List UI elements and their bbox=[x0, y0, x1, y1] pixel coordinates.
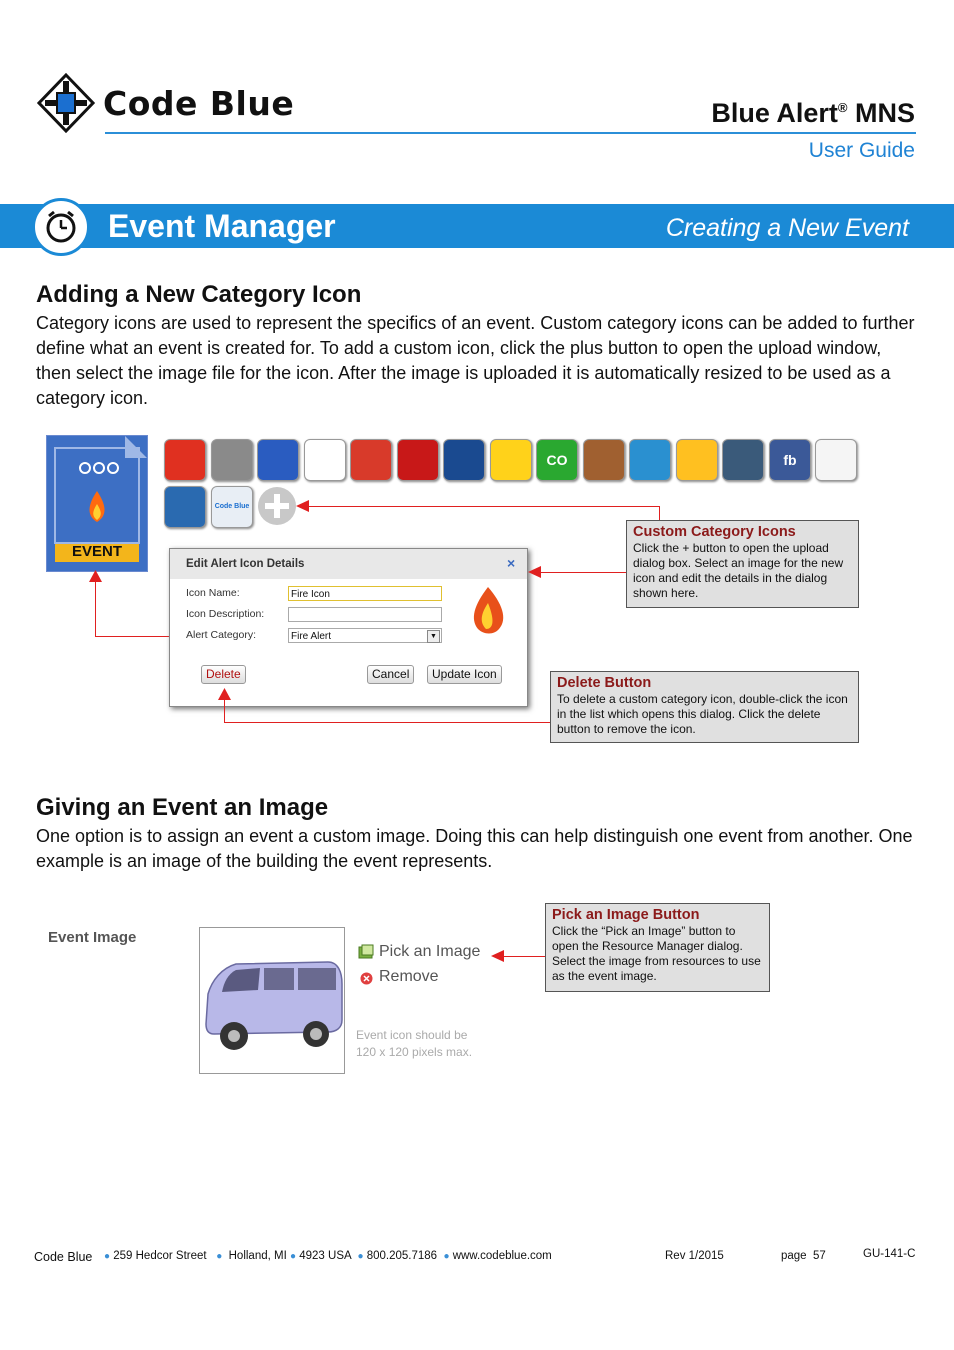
alarm-clock-icon bbox=[32, 198, 90, 256]
connector-line bbox=[95, 636, 170, 637]
connector-line bbox=[95, 576, 96, 636]
van-icon bbox=[205, 961, 343, 1050]
unknown-alert-icon[interactable] bbox=[676, 439, 718, 481]
connector-line bbox=[224, 698, 225, 722]
callout-title: Pick an Image Button bbox=[552, 907, 700, 923]
code-blue-icon[interactable]: Code Blue bbox=[211, 486, 253, 528]
pick-image-icon bbox=[358, 944, 374, 959]
event-file-icon: EVENT bbox=[46, 435, 148, 572]
fire-preview-icon bbox=[473, 587, 504, 634]
code-blue-logo-icon bbox=[37, 73, 95, 133]
dialog-title: Edit Alert Icon Details bbox=[186, 558, 305, 570]
connector-line bbox=[540, 572, 626, 573]
event-image-label: Event Image bbox=[48, 929, 137, 946]
event-image-frame bbox=[199, 927, 345, 1074]
footer-doc-id: GU-141-C bbox=[863, 1248, 916, 1260]
icon-description-input[interactable] bbox=[288, 607, 442, 622]
fire-icon[interactable] bbox=[164, 439, 206, 481]
icon-description-label: Icon Description: bbox=[186, 608, 265, 620]
connector-line bbox=[308, 506, 659, 507]
section-banner bbox=[0, 204, 954, 248]
email-icon[interactable] bbox=[815, 439, 857, 481]
header-rule bbox=[105, 132, 916, 134]
guide-label: User Guide bbox=[808, 139, 915, 162]
remove-icon bbox=[360, 972, 373, 985]
arrow-up-icon bbox=[218, 688, 231, 700]
page-subtitle: Creating a New Event bbox=[665, 214, 909, 242]
dialog-header bbox=[170, 549, 527, 579]
icon-name-label: Icon Name: bbox=[186, 587, 240, 599]
callout-custom-category-icons: Custom Category Icons Click the + button… bbox=[626, 520, 859, 608]
cancel-button[interactable]: Cancel bbox=[367, 665, 415, 684]
connector-line bbox=[659, 506, 660, 520]
connector-line bbox=[503, 956, 545, 957]
co-icon[interactable]: CO bbox=[536, 439, 578, 481]
arrow-left-icon bbox=[528, 566, 541, 578]
arrow-up-icon bbox=[89, 570, 102, 582]
footer-company: Code Blue bbox=[34, 1250, 93, 1264]
callout-delete-button: Delete Button To delete a custom categor… bbox=[550, 671, 859, 743]
arrow-left-icon bbox=[296, 500, 309, 512]
add-icon-button[interactable] bbox=[258, 487, 296, 525]
delete-button[interactable]: Delete bbox=[201, 665, 246, 684]
arrow-left-icon bbox=[491, 950, 504, 962]
dialog-close-button[interactable]: × bbox=[507, 555, 516, 571]
callout-title: Delete Button bbox=[557, 675, 652, 691]
chevron-down-icon: ▼ bbox=[427, 630, 440, 643]
facebook-icon[interactable]: fb bbox=[769, 439, 811, 481]
remove-button[interactable]: Remove bbox=[379, 968, 439, 985]
network-icon[interactable] bbox=[629, 439, 671, 481]
section-body-event-image: One option is to assign an event a custo… bbox=[36, 826, 913, 871]
callout-body: Click the “Pick an Image” button to open… bbox=[552, 924, 761, 983]
hazard-icon[interactable] bbox=[304, 439, 346, 481]
event-file-label: EVENT bbox=[71, 543, 122, 560]
callout-body: Click the + button to open the upload di… bbox=[633, 541, 844, 600]
icon-name-input[interactable]: Fire Icon bbox=[288, 586, 442, 601]
callout-pick-image-button: Pick an Image Button Click the “Pick an … bbox=[545, 903, 770, 992]
callout-body: To delete a custom category icon, double… bbox=[557, 692, 848, 736]
update-icon-button[interactable]: Update Icon bbox=[427, 665, 502, 684]
footer-address: ● 259 Hedcor Street ● Holland, MI ● 4923… bbox=[104, 1250, 552, 1262]
logo-text: Code Blue bbox=[103, 84, 295, 123]
connector-line bbox=[224, 722, 550, 723]
camera-icon[interactable] bbox=[722, 439, 764, 481]
product-name: Blue Alert® MNS bbox=[711, 98, 915, 128]
section-heading-category-icon: Adding a New Category Icon bbox=[36, 281, 362, 308]
weather-alert-icon[interactable] bbox=[211, 439, 253, 481]
alert-category-label: Alert Category: bbox=[186, 629, 257, 641]
callout-title: Custom Category Icons bbox=[633, 524, 796, 540]
medical-icon[interactable] bbox=[257, 439, 299, 481]
police-badge-icon[interactable] bbox=[443, 439, 485, 481]
monitor-icon[interactable] bbox=[164, 486, 206, 528]
alert-category-select[interactable]: Fire Alert ▼ bbox=[288, 628, 442, 643]
page-title: Event Manager bbox=[108, 208, 336, 244]
security-shield-icon[interactable] bbox=[397, 439, 439, 481]
train-icon[interactable] bbox=[583, 439, 625, 481]
edit-alert-icon-dialog: Edit Alert Icon Details × Icon Name: Fir… bbox=[169, 548, 528, 707]
footer-page: page 57 bbox=[781, 1250, 826, 1262]
radiation-icon[interactable] bbox=[490, 439, 532, 481]
pick-image-button[interactable]: Pick an Image bbox=[379, 943, 481, 960]
section-heading-event-image: Giving an Event an Image bbox=[36, 794, 329, 821]
first-aid-icon[interactable] bbox=[350, 439, 392, 481]
section-body-category-icon: Category icons are used to represent the… bbox=[36, 313, 915, 408]
footer-revision: Rev 1/2015 bbox=[665, 1250, 724, 1262]
